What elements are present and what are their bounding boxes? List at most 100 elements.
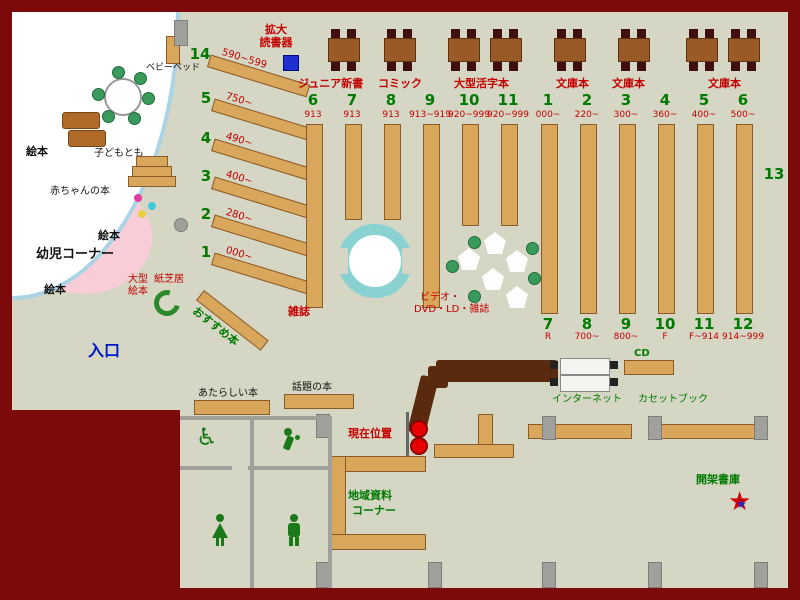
step-platform-icon (128, 176, 176, 187)
av-carrel-icon (482, 268, 504, 290)
pillar (648, 416, 662, 440)
chair-icon (468, 236, 481, 249)
junior-shinsho-label: ジュニア新書 (298, 77, 364, 90)
wall (250, 416, 254, 470)
table-icon (328, 38, 360, 62)
shelf-range: 913 (343, 110, 361, 120)
shelf-number: 10 (654, 315, 676, 333)
round-table-icon (104, 78, 142, 116)
reading-table (554, 29, 586, 71)
chair-icon (621, 29, 630, 38)
table-icon (728, 38, 760, 62)
person-body (212, 523, 228, 538)
large-print-label: 大型活字本 (454, 77, 509, 90)
table-icon (618, 38, 650, 62)
person-legs (289, 537, 293, 546)
bookshelf (384, 124, 401, 220)
person-legs (216, 538, 219, 546)
entrance-label: 入口 (88, 341, 121, 360)
chair-icon (142, 92, 155, 105)
bunkobon-label: 文庫本 (612, 77, 645, 90)
shelf-number: 5 (698, 91, 710, 109)
reading-table (328, 29, 360, 71)
pillar (754, 562, 768, 588)
bunkobon-label: 文庫本 (708, 77, 741, 90)
bookshelf (345, 124, 362, 220)
person-body (288, 523, 300, 537)
chair-icon (528, 272, 541, 285)
reading-table (618, 29, 650, 71)
person-head (284, 428, 292, 436)
chair-icon (705, 62, 714, 71)
internet-label: インターネット (552, 394, 622, 405)
baby-head (295, 435, 300, 440)
bookshelf (434, 444, 514, 458)
chair-icon (637, 62, 646, 71)
internet-table-icon (560, 358, 610, 375)
chair-icon (550, 361, 558, 369)
shelf-number: 3 (620, 91, 632, 109)
shelf-number: 6 (307, 91, 319, 109)
person-head (290, 514, 298, 522)
current-position-pin (410, 420, 428, 438)
shelf-range: 500~ (730, 110, 756, 120)
shelf-range: 913~919 (409, 110, 451, 120)
bookshelf (580, 124, 597, 314)
shelf-range: 920~999 (448, 110, 490, 120)
shelf-number: 12 (732, 315, 754, 333)
shelf-range: 913 (304, 110, 322, 120)
chair-icon (526, 242, 539, 255)
chair-icon (467, 29, 476, 38)
bookshelf (736, 124, 753, 314)
table-icon (384, 38, 416, 62)
pillar (174, 218, 188, 232)
infant-corner-label: 幼児コーナー (36, 247, 115, 262)
local-materials-label: コーナー (352, 504, 396, 517)
service-counter (436, 360, 558, 382)
chair-icon (509, 29, 518, 38)
picture-books-label: 絵本 (44, 283, 66, 296)
wall (328, 416, 332, 588)
shelf-range: 800~ (613, 332, 639, 342)
pillar (428, 562, 442, 588)
table-icon (490, 38, 522, 62)
shelf-number: 7 (542, 315, 554, 333)
large-picture-books-label: 大型 (128, 274, 148, 285)
magnifier-reader-label: 読書器 (259, 36, 293, 49)
shelf-range: 300~ (613, 110, 639, 120)
service-counter (428, 366, 448, 388)
table-icon (448, 38, 480, 62)
chair-icon (509, 62, 518, 71)
chair-icon (468, 290, 481, 303)
bookshelf (658, 124, 675, 314)
cd-label: CD (634, 348, 650, 359)
shelf-range: F (662, 332, 668, 342)
bookshelf (656, 424, 756, 439)
shelf-range: 700~ (574, 332, 600, 342)
chair-icon (557, 29, 566, 38)
shelf-range: 400~ (691, 110, 717, 120)
shelf-number: 14 (189, 45, 211, 63)
baby-bed-label: ベビーベッド (146, 63, 201, 73)
chair-icon (493, 62, 502, 71)
pillar (174, 20, 188, 46)
shelf-number: 4 (200, 129, 212, 147)
shelf-number: 3 (200, 167, 212, 185)
pillar (648, 562, 662, 588)
shelf-number: 9 (620, 315, 632, 333)
kids-table-icon (62, 112, 100, 129)
bookshelf (501, 124, 518, 226)
chair-icon (621, 62, 630, 71)
new-books-label: あたらしい本 (198, 388, 258, 399)
chair-icon (637, 29, 646, 38)
bookshelf (697, 124, 714, 314)
av-carrel-icon (506, 286, 528, 308)
wall-shelf-number: 13 (763, 165, 785, 183)
open-stacks-star-icon: ★ (736, 497, 747, 511)
pillar (754, 416, 768, 440)
chair-icon (747, 29, 756, 38)
shelf-number: 8 (385, 91, 397, 109)
chair-icon (331, 29, 340, 38)
magnifier-reader-icon (283, 55, 299, 71)
person-head (216, 514, 224, 522)
